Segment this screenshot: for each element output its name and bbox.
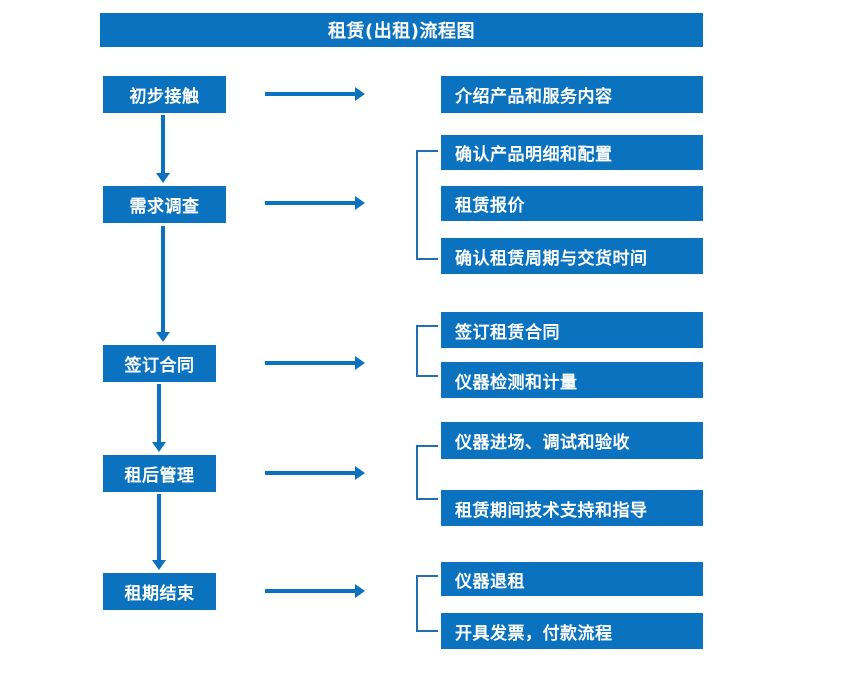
stage-box-demand-survey[interactable]: 需求调查 (103, 186, 226, 223)
arrow-stage-5-to-details (265, 584, 365, 598)
arrow-stage-1-to-2 (156, 115, 170, 185)
detail-box-confirm-product-spec[interactable]: 确认产品明细和配置 (441, 135, 703, 170)
bracket-group-2 (416, 150, 438, 260)
detail-box-confirm-period-delivery[interactable]: 确认租赁周期与交货时间 (441, 238, 703, 274)
arrow-stage-1-to-details (265, 87, 365, 101)
detail-box-introduce-products[interactable]: 介绍产品和服务内容 (441, 76, 703, 113)
arrow-stage-2-to-details (265, 196, 365, 210)
arrow-stage-4-to-details (265, 466, 365, 480)
detail-box-instrument-return[interactable]: 仪器退租 (441, 562, 703, 596)
detail-box-invoice-payment[interactable]: 开具发票，付款流程 (441, 613, 703, 649)
detail-box-rental-quotation[interactable]: 租赁报价 (441, 186, 703, 221)
bracket-group-4 (416, 445, 438, 500)
bracket-group-5 (416, 575, 438, 632)
stage-box-initial-contact[interactable]: 初步接触 (103, 76, 226, 113)
detail-box-technical-support[interactable]: 租赁期间技术支持和指导 (441, 490, 703, 526)
stage-box-rental-period-end[interactable]: 租期结束 (103, 573, 216, 610)
detail-box-instrument-entry-commissioning[interactable]: 仪器进场、调试和验收 (441, 422, 703, 459)
arrow-stage-4-to-5 (152, 384, 166, 454)
stage-box-sign-contract[interactable]: 签订合同 (103, 345, 216, 382)
arrow-stage-3-to-4 (152, 494, 166, 572)
stage-box-post-rental-management[interactable]: 租后管理 (103, 455, 216, 492)
diagram-title-banner: 租赁(出租)流程图 (100, 13, 703, 47)
arrow-stage-2-to-3 (156, 226, 170, 344)
detail-box-instrument-inspection[interactable]: 仪器检测和计量 (441, 362, 703, 398)
detail-box-sign-rental-contract[interactable]: 签订租赁合同 (441, 312, 703, 348)
bracket-group-3 (416, 325, 438, 377)
arrow-stage-3-to-details (265, 356, 365, 370)
